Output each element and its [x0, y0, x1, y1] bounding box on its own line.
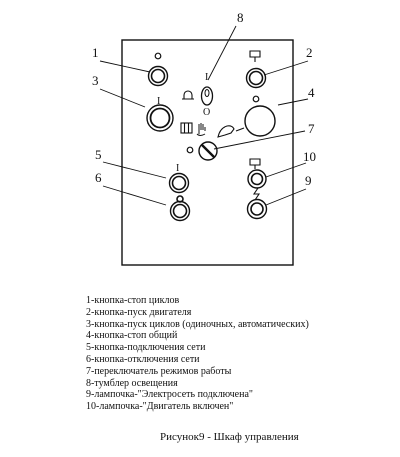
legend-item: 5-кнопка-подключения сети	[86, 342, 206, 354]
leader-5	[102, 161, 167, 179]
callout-3: 3	[92, 73, 99, 88]
mark-o-8: O	[203, 107, 210, 118]
control-cabinet-diagram: 1 2 3 4 5 6 7 8 9 10 I I	[92, 10, 316, 266]
auto-mode-icon	[217, 125, 245, 138]
lightning-icon	[252, 187, 261, 201]
legend-item: 6-кнопка-отключения сети	[86, 353, 200, 365]
leader-lines	[99, 25, 309, 206]
indicator-dot-4	[252, 95, 260, 103]
motor-icon-2	[249, 50, 261, 62]
lighting-toggle-switch[interactable]	[200, 86, 214, 106]
leader-3	[99, 88, 146, 108]
mode-selector-switch[interactable]	[198, 141, 218, 161]
mark-i-3: I	[157, 96, 160, 107]
panel-outline	[121, 39, 294, 266]
mains-connected-lamp	[246, 198, 268, 220]
cycle-mode-icon	[180, 122, 193, 134]
legend-item: 2-кнопка-пуск двигателя	[86, 306, 192, 318]
network-connect-button[interactable]	[168, 172, 190, 194]
stop-cycles-button[interactable]	[147, 65, 169, 87]
callout-1: 1	[92, 45, 99, 60]
indicator-dot-7	[186, 146, 194, 154]
leader-1	[99, 60, 151, 73]
figure-caption: Рисунок9 - Шкаф управления	[160, 431, 299, 443]
indicator-dot-1	[154, 52, 162, 60]
legend-item: 9-лампочка-"Электросеть подключена"	[86, 389, 253, 401]
hand-icon	[196, 123, 206, 136]
leader-9	[265, 188, 307, 206]
network-disconnect-button[interactable]	[169, 200, 191, 222]
leader-6	[102, 185, 167, 206]
callout-7: 7	[308, 121, 315, 136]
start-cycles-button[interactable]	[146, 104, 174, 132]
leader-8	[207, 25, 237, 81]
legend-item: 10-лампочка-"Двигатель включен"	[86, 401, 234, 413]
motor-start-button[interactable]	[245, 67, 267, 89]
legend-list: 1-кнопка-стоп циклов 2-кнопка-пуск двига…	[86, 295, 386, 413]
legend-item: 8-тумблер освещения	[86, 377, 178, 389]
callout-10: 10	[303, 149, 316, 164]
legend-item: 7-переключатель режимов работы	[86, 365, 232, 377]
leader-10	[265, 162, 307, 178]
motor-icon-10	[249, 158, 261, 169]
legend-item: 4-кнопка-стоп общий	[86, 330, 178, 342]
legend-item: 1-кнопка-стоп циклов	[86, 295, 180, 306]
legend-item: 3-кнопка-пуск циклов (одиночных, автомат…	[86, 318, 309, 330]
callout-2: 2	[306, 45, 313, 60]
callout-4: 4	[308, 85, 315, 100]
leader-2	[263, 60, 309, 76]
leader-4	[277, 98, 309, 106]
callout-6: 6	[95, 170, 102, 185]
general-stop-button[interactable]	[244, 105, 276, 137]
callout-8: 8	[237, 10, 244, 25]
callout-5: 5	[95, 147, 102, 162]
motor-on-lamp	[247, 169, 267, 189]
mark-i-8: I	[205, 72, 208, 83]
callout-9: 9	[305, 173, 312, 188]
mark-i-5: I	[176, 163, 179, 174]
lamp-icon	[182, 90, 194, 100]
leader-7	[213, 130, 306, 150]
